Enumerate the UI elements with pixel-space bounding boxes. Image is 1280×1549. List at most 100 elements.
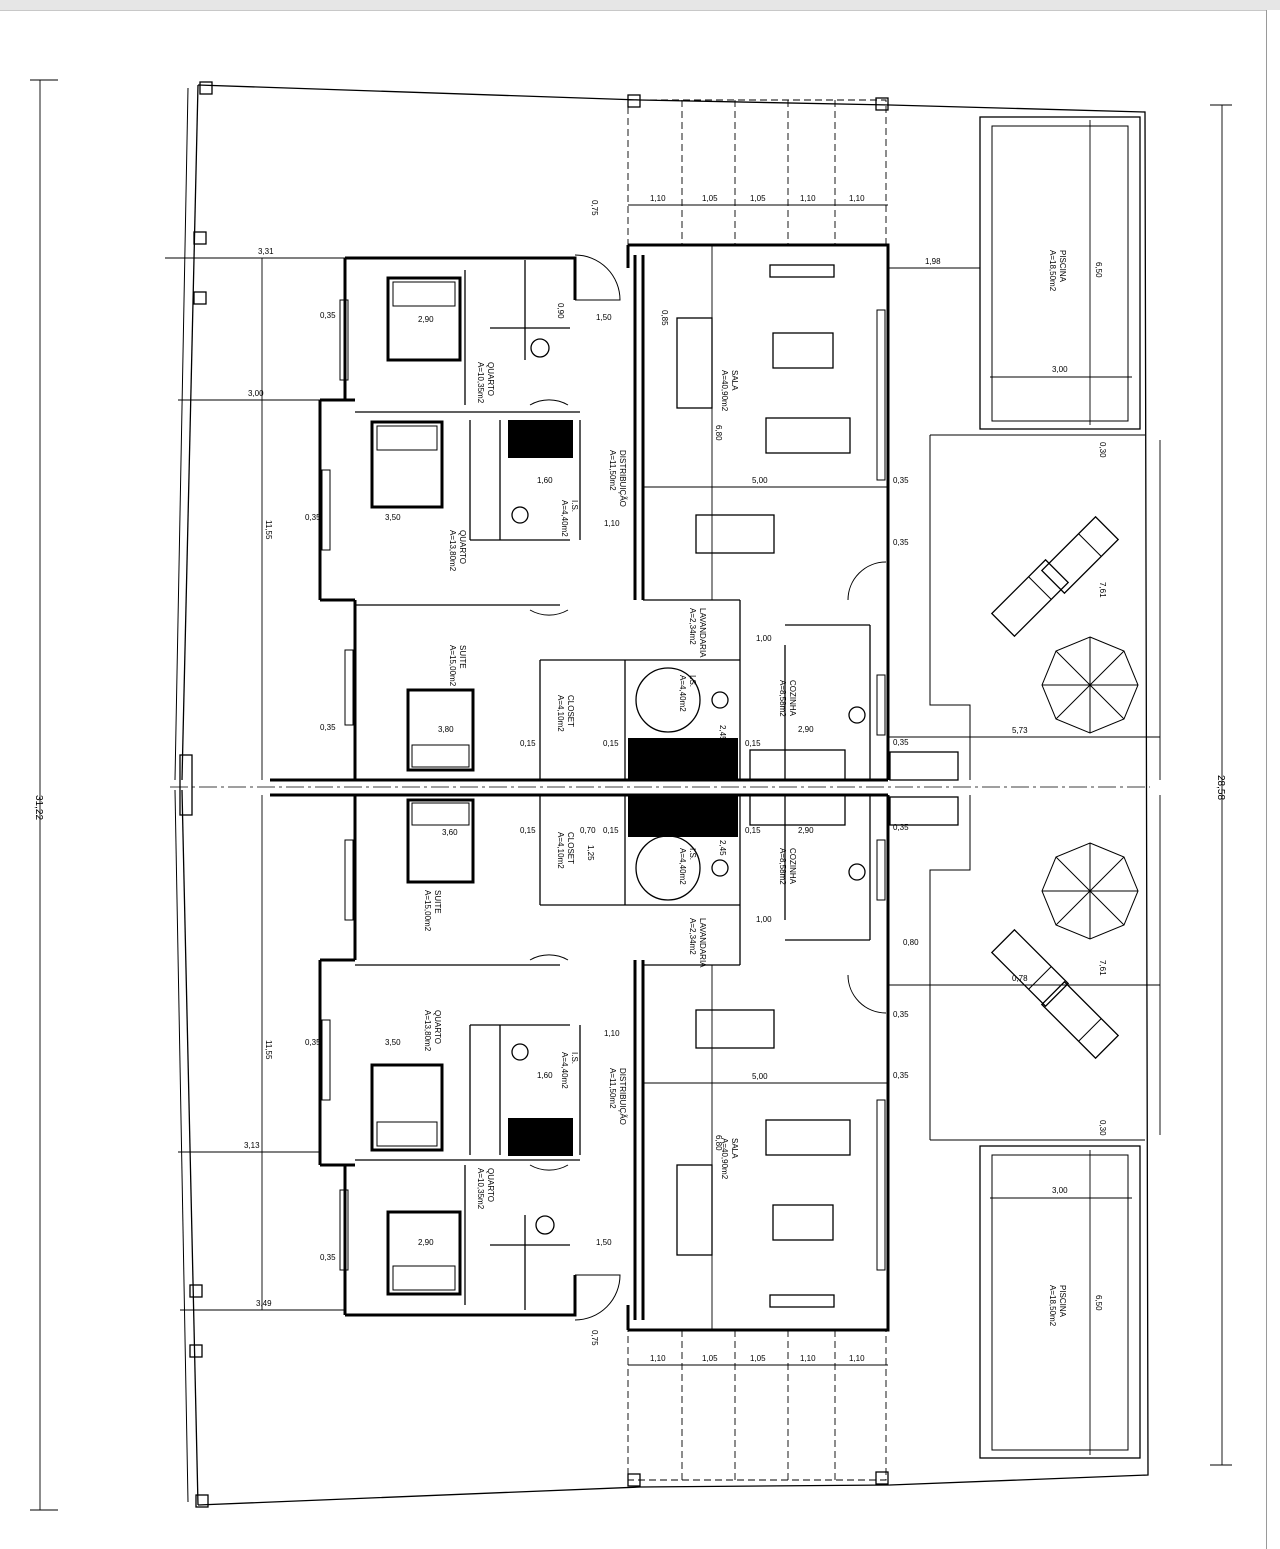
- doors: [529, 254, 887, 1321]
- dim-5-73: 5,73: [1012, 726, 1028, 735]
- dim-1-10-g: 1,10: [604, 519, 620, 528]
- label-distribuicao-top: DISTRIBUIÇÃO: [618, 450, 627, 507]
- dim-0-30-top: 0,30: [1098, 442, 1107, 458]
- dim-0-70-a: 0,70: [580, 826, 596, 835]
- label-is-2: I.S.: [688, 848, 697, 860]
- dim-overall-left: 31,22: [33, 795, 44, 820]
- dim-2-45-b: 2,45: [718, 840, 727, 856]
- label-cozinha-bottom-area: A=8,58m2: [778, 848, 787, 885]
- label-quarto-1: QUARTO: [486, 362, 495, 396]
- beds: [370, 276, 475, 1296]
- label-distribuicao-bottom: DISTRIBUIÇÃO: [618, 1068, 627, 1125]
- dim-1-10-c: 1,10: [849, 194, 865, 203]
- dim-1-50-a: 1,50: [596, 313, 612, 322]
- label-lavandaria-bottom-area: A=2,34m2: [688, 918, 697, 955]
- stairs: [508, 420, 738, 1156]
- parasol-bottom: [1041, 842, 1139, 940]
- label-suite-bottom-area: A=15,00m2: [423, 890, 432, 932]
- dim-3-60-a: 3,60: [442, 828, 458, 837]
- dim-3-00-pool-bottom: 3,00: [1052, 1186, 1068, 1195]
- label-is-3: I.S.: [570, 500, 579, 512]
- label-sala-bottom-area: A=40,90m2: [720, 1138, 729, 1180]
- dim-0-35-h: 0,35: [893, 738, 909, 747]
- dim-3-00-pool-top: 3,00: [1052, 365, 1068, 374]
- viewer-top-bar: [0, 0, 1280, 11]
- dim-6-50-top: 6,50: [1094, 262, 1103, 278]
- dim-0-35-j: 0,35: [893, 1010, 909, 1019]
- dim-2-45-a: 2,45: [718, 725, 727, 741]
- label-is-4: I.S.: [570, 1052, 579, 1064]
- label-lavandaria-bottom: LAVANDARIA: [698, 918, 707, 968]
- sun-loungers: [990, 515, 1120, 1060]
- kitchen-counters: [749, 749, 959, 826]
- dim-0-35-c: 0,35: [320, 723, 336, 732]
- dim-3-31: 3,31: [258, 247, 274, 256]
- pergola-bottom: [627, 1329, 889, 1487]
- label-distribuicao-top-area: A=11,50m2: [608, 450, 617, 491]
- dim-2-90-b: 2,90: [418, 1238, 434, 1247]
- label-is-4-area: A=4,40m2: [560, 1052, 569, 1089]
- dim-1-10-d: 1,10: [650, 1354, 666, 1363]
- dim-0-35-a: 0,35: [320, 311, 336, 320]
- dim-3-50-b: 3,50: [385, 1038, 401, 1047]
- dim-1-00-b: 1,00: [756, 915, 772, 924]
- plot-boundary: [174, 81, 1149, 1508]
- label-is-3-area: A=4,40m2: [560, 500, 569, 537]
- label-quarto-3-area: A=13,80m2: [423, 1010, 432, 1052]
- dim-0-15-f: 0,15: [745, 826, 761, 835]
- room-labels: SALA A=40,90m2 SALA A=40,90m2 COZINHA A=…: [423, 200, 1067, 1346]
- terraces: [929, 434, 1145, 1141]
- label-closet-top: CLOSET: [566, 695, 575, 727]
- label-quarto-4: QUARTO: [486, 1168, 495, 1202]
- label-lavandaria-top: LAVANDARIA: [698, 608, 707, 658]
- label-is-1: I.S.: [688, 675, 697, 687]
- dim-0-90-a: 0,90: [556, 303, 565, 319]
- label-piscina-bottom: PISCINA: [1058, 1285, 1067, 1318]
- dim-0-15-c: 0,15: [745, 739, 761, 748]
- round-fixtures: [511, 338, 866, 1235]
- dim-1-00-a: 1,00: [756, 634, 772, 643]
- dim-0-35-d: 0,35: [305, 1038, 321, 1047]
- dim-0-35-f: 0,35: [893, 476, 909, 485]
- dim-1-10-a: 1,10: [650, 194, 666, 203]
- dim-0-35-g: 0,35: [893, 538, 909, 547]
- dim-0-35-b: 0,35: [305, 513, 321, 522]
- dim-0-30-bottom: 0,30: [1098, 1120, 1107, 1136]
- dim-7-61-top: 7,61: [1098, 582, 1107, 598]
- dim-3-80-a: 3,80: [438, 725, 454, 734]
- label-closet-bottom-area: A=4,10m2: [556, 832, 565, 869]
- label-piscina-bottom-area: A=18,50m2: [1048, 1285, 1057, 1327]
- dimension-labels: 3,31 3,00 3,13 3,49 11,55 11,55 1,10 1,0…: [165, 194, 1161, 1366]
- dim-overall-right: 28,58: [1215, 775, 1226, 800]
- label-sala-top-area: A=40,90m2: [720, 370, 729, 412]
- dim-3-49: 3,49: [256, 1299, 272, 1308]
- label-suite-top-area: A=15,00m2: [448, 645, 457, 687]
- dim-1-05-d: 1,05: [750, 1354, 766, 1363]
- label-distribuicao-bottom-area: A=11,50m2: [608, 1068, 617, 1109]
- dim-3-00: 3,00: [248, 389, 264, 398]
- dim-5-00-top: 5,00: [752, 476, 768, 485]
- viewer-scrollbar[interactable]: [1266, 10, 1280, 1549]
- pool-top: [979, 116, 1141, 430]
- level-mark-bottom: 0,75: [590, 1330, 599, 1346]
- dim-1-05-b: 1,05: [750, 194, 766, 203]
- dim-11-55-top: 11,55: [264, 520, 273, 540]
- dim-1-05-c: 1,05: [702, 1354, 718, 1363]
- label-is-1-area: A=4,40m2: [678, 675, 687, 712]
- overall-dimensions: 31,22 28,58: [30, 79, 1232, 1511]
- living-furniture: [676, 264, 851, 1308]
- dim-6-80-top: 6,80: [714, 425, 723, 441]
- label-quarto-2-area: A=13,80m2: [448, 530, 457, 572]
- dim-1-10-h: 1,10: [604, 1029, 620, 1038]
- dim-1-98: 1,98: [925, 257, 941, 266]
- windows: [321, 299, 886, 1271]
- label-quarto-2: QUARTO: [458, 530, 467, 564]
- dim-1-10-b: 1,10: [800, 194, 816, 203]
- dim-0-78: 0,78: [1012, 974, 1028, 983]
- dim-0-85-a: 0,85: [660, 310, 669, 326]
- label-sala-bottom: SALA: [730, 1138, 739, 1159]
- dim-0-35-i: 0,35: [893, 823, 909, 832]
- dim-0-15-d: 0,15: [520, 826, 536, 835]
- dim-5-00-bottom: 5,00: [752, 1072, 768, 1081]
